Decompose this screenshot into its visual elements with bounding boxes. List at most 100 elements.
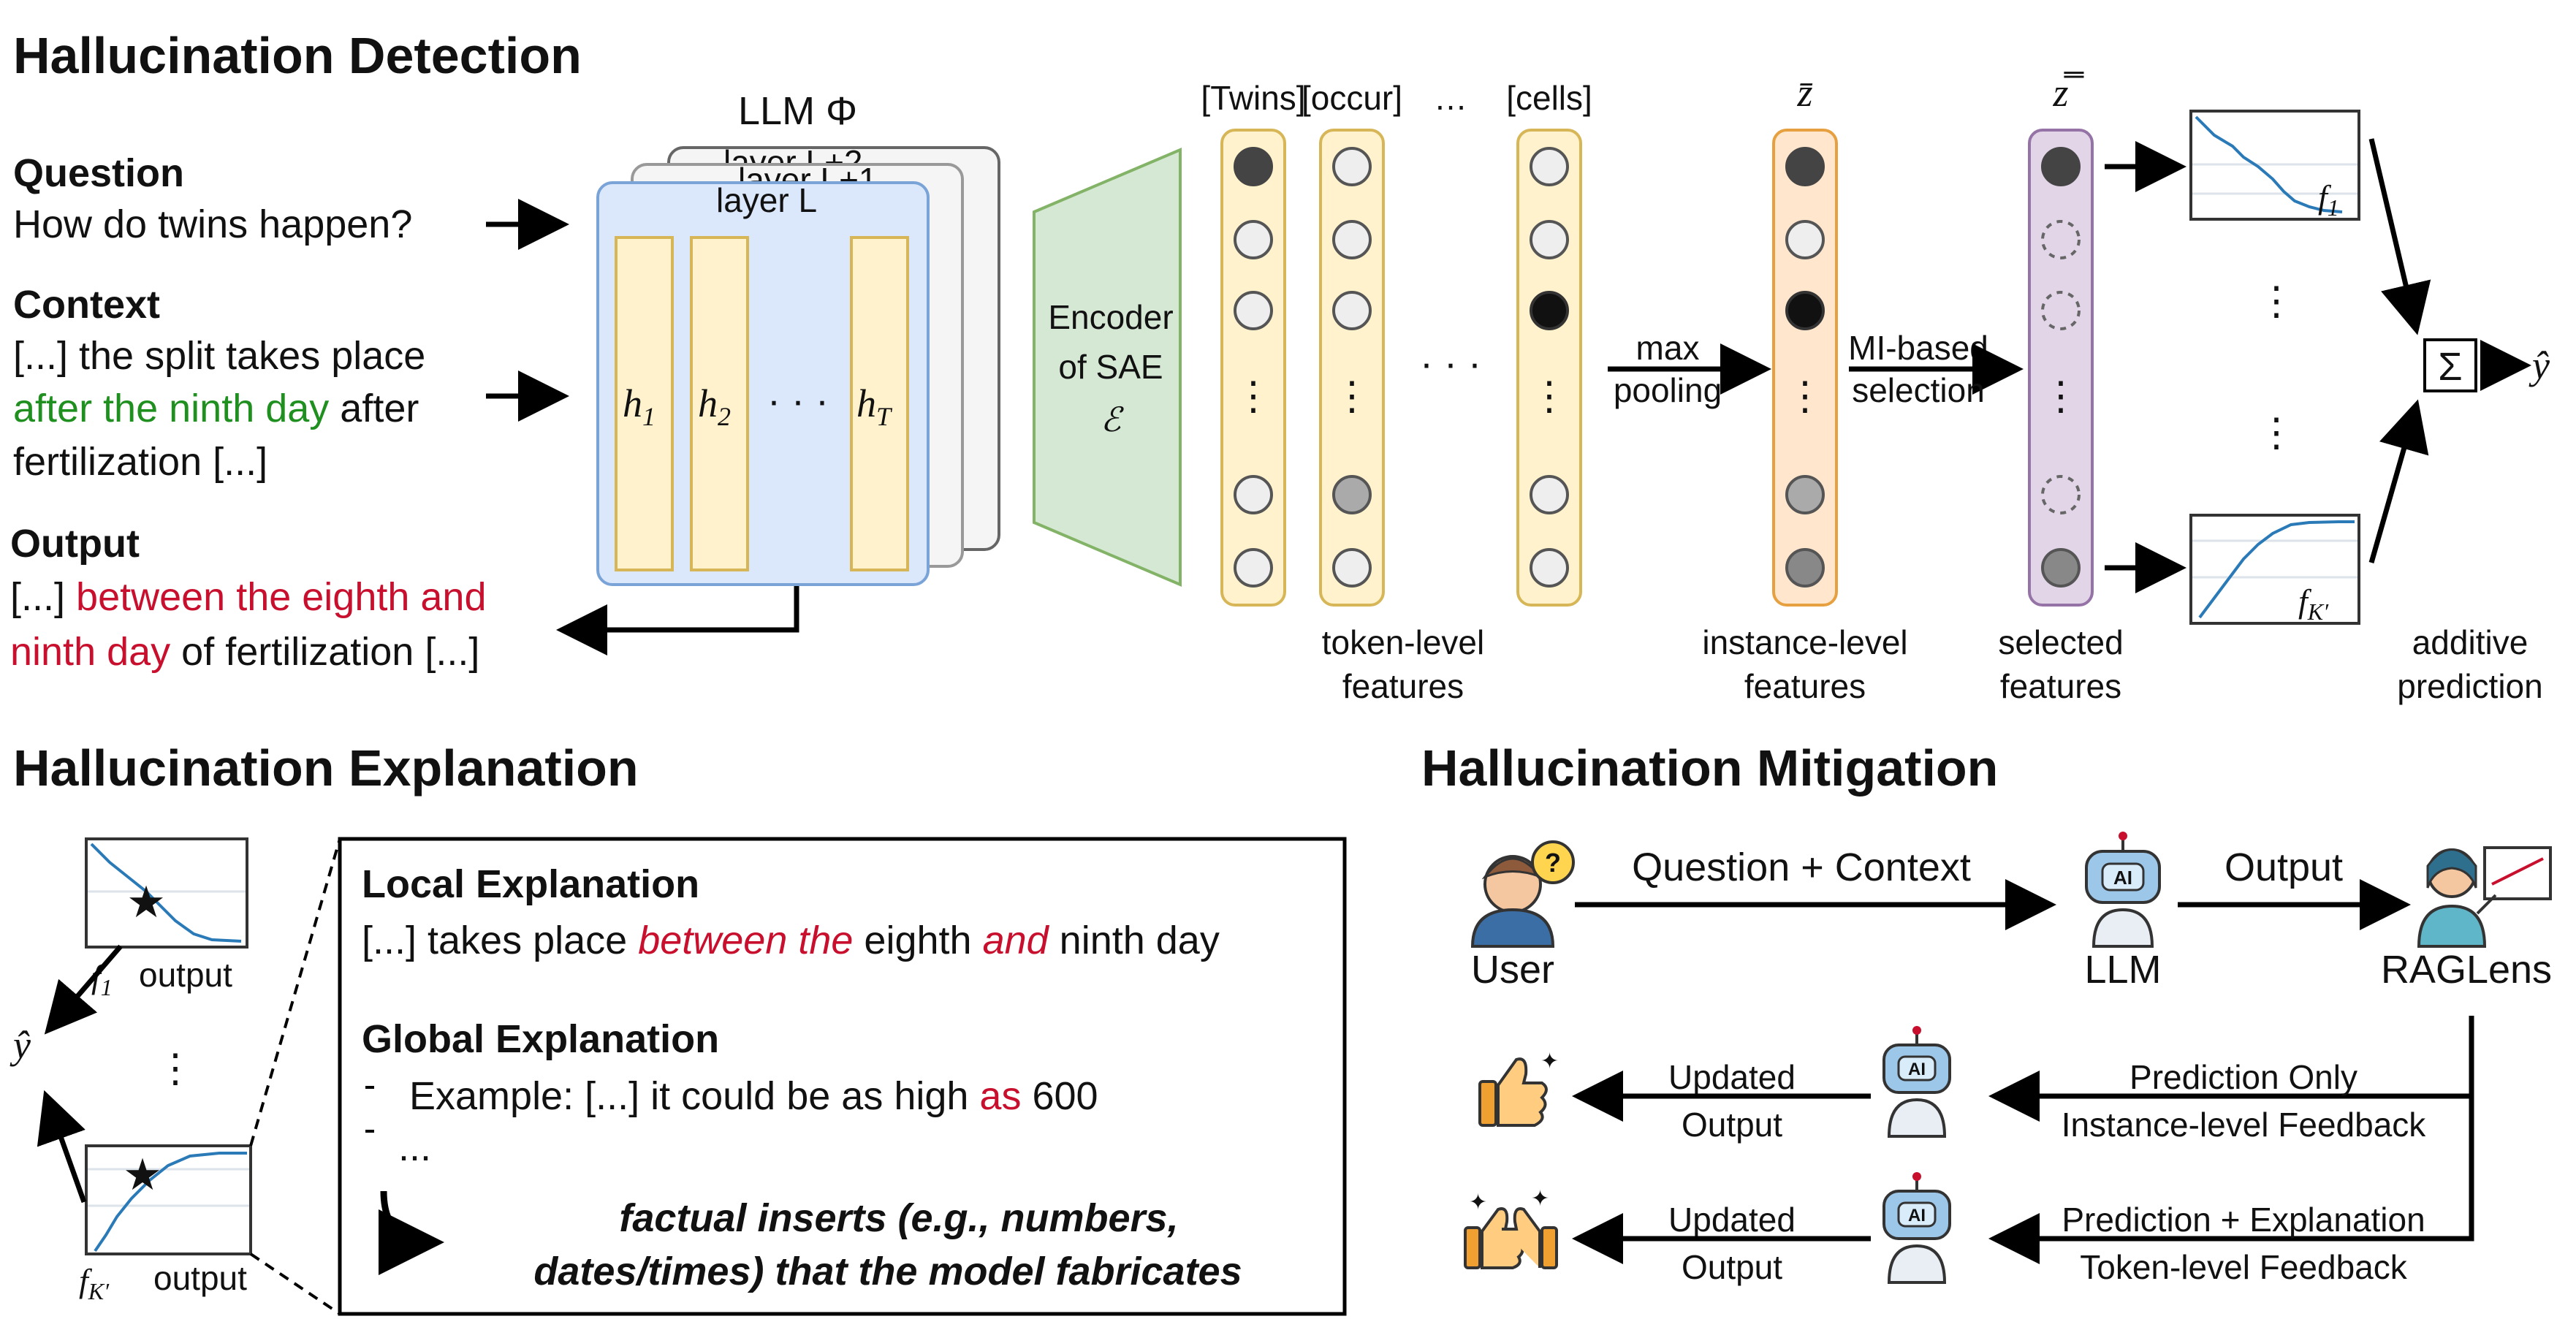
neuron xyxy=(1785,291,1825,330)
plot-dots-2: ⋮ xyxy=(2257,411,2296,455)
output-line2: ninth day of fertilization [...] xyxy=(10,630,479,674)
neuron xyxy=(1234,220,1273,259)
selected-column xyxy=(2028,129,2094,607)
neuron xyxy=(1530,220,1569,259)
output-highlight-1: between the eighth and xyxy=(76,575,486,619)
fK-to-sum-arrow xyxy=(2368,399,2429,563)
instance-caption-1: instance-level xyxy=(1702,623,1907,661)
vertical-dots: ⋮ xyxy=(1332,374,1372,418)
token-header-cells: [cells] xyxy=(1506,79,1592,117)
hT-label: hT xyxy=(856,381,893,431)
neuron xyxy=(1530,147,1569,186)
instance-caption-2: features xyxy=(1744,667,1866,705)
instance-column xyxy=(1772,129,1838,607)
neuron xyxy=(1234,147,1273,186)
neuron xyxy=(1785,147,1825,186)
output-line1: [...] between the eighth and xyxy=(10,575,487,619)
prediction-only-label: Prediction Only xyxy=(2129,1058,2357,1096)
neuron-dropped xyxy=(2041,220,2081,259)
additive-caption-2: prediction xyxy=(2397,667,2542,705)
question-context-label: Question + Context xyxy=(1632,845,1971,889)
max-pooling-label-1: max xyxy=(1636,329,1700,367)
hidden-state-h1 xyxy=(615,236,674,571)
max-pooling-label-2: pooling xyxy=(1614,371,1722,409)
user-icon: ? xyxy=(1470,840,1575,948)
layer-L-label: layer L xyxy=(716,181,817,219)
svg-text:AI: AI xyxy=(1908,1206,1926,1225)
question-text: How do twins happen? xyxy=(13,202,412,246)
context-line1: [...] the split takes place xyxy=(13,334,425,378)
explain-fK-output: output xyxy=(153,1259,247,1297)
token-dots: · · · xyxy=(1420,341,1481,385)
instance-feedback-label: Instance-level Feedback xyxy=(2062,1106,2427,1144)
context-line2: after the ninth day after xyxy=(13,387,419,430)
sum-box xyxy=(2423,338,2477,392)
explanation-title: Hallucination Explanation xyxy=(13,740,639,797)
raglens-label: RAGLens xyxy=(2381,948,2552,992)
explain-f1-arrow xyxy=(44,944,123,1035)
fK-curve xyxy=(2198,520,2355,619)
selected-caption-1: selected xyxy=(1998,623,2123,661)
explanation-panel xyxy=(338,837,1347,1316)
explain-f1-plot xyxy=(85,837,248,949)
token-feedback-arrow xyxy=(1988,1096,2474,1264)
hidden-state-hT xyxy=(850,236,909,571)
vertical-dots: ⋮ xyxy=(1785,374,1825,418)
neuron-dropped xyxy=(2041,291,2081,330)
neuron xyxy=(1785,220,1825,259)
output-mitigation-label: Output xyxy=(2224,845,2343,889)
explain-fK-arrow xyxy=(37,1090,87,1204)
token-header-ellipsis: … xyxy=(1434,79,1467,117)
output-label-2: Output xyxy=(1682,1248,1782,1286)
vertical-dots: ⋮ xyxy=(1234,374,1273,418)
thumbs-up-icon: ✦ xyxy=(1478,1049,1559,1127)
token-caption-2: features xyxy=(1342,667,1464,705)
svg-text:?: ? xyxy=(1545,848,1561,878)
yhat-detection: ŷ xyxy=(2528,343,2550,387)
zbar-label: z̄ xyxy=(1796,71,1813,115)
token-header-occur: [occur] xyxy=(1302,79,1402,117)
yhat-explanation: ŷ xyxy=(10,1023,31,1067)
prediction-explanation-label: Prediction + Explanation xyxy=(2062,1201,2425,1239)
encoder-label-2: of SAE xyxy=(1058,348,1163,386)
updated-label-2: Updated xyxy=(1668,1201,1796,1239)
local-explanation-title: Local Explanation xyxy=(362,862,699,906)
svg-text:✦: ✦ xyxy=(1469,1190,1487,1215)
global-bullet-1: Example: [...] it could be as high as 60… xyxy=(409,1074,1098,1118)
neuron xyxy=(2041,147,2081,186)
neuron xyxy=(1234,291,1273,330)
context-line3: fertilization [...] xyxy=(13,440,267,484)
robot-icon: AI xyxy=(2085,832,2161,948)
neuron xyxy=(1785,548,1825,588)
neuron xyxy=(1234,475,1273,514)
f1-to-sum-arrow xyxy=(2368,138,2431,335)
layer-L-card xyxy=(596,181,930,586)
token-column-1 xyxy=(1220,129,1286,607)
h1-label: h1 xyxy=(623,381,656,431)
neuron xyxy=(1332,475,1372,514)
mitigation-title: Hallucination Mitigation xyxy=(1421,740,1998,797)
hidden-dots: · · · xyxy=(767,379,829,422)
global-bullet-2: ... xyxy=(398,1125,431,1169)
mi-label-2: selection xyxy=(1852,371,1985,409)
robot-icon: AI xyxy=(1882,1026,1951,1138)
robot-icon: AI xyxy=(1882,1172,1951,1284)
vertical-dots: ⋮ xyxy=(1530,374,1569,418)
global-explanation-title: Global Explanation xyxy=(362,1017,719,1061)
zbarbar-label: z̿ xyxy=(2052,71,2083,115)
sigma-symbol: Σ xyxy=(2438,345,2462,389)
svg-text:✦: ✦ xyxy=(1531,1186,1549,1212)
user-label: User xyxy=(1471,948,1554,992)
context-line2-rest: after xyxy=(329,387,419,430)
explain-f1-curve xyxy=(90,843,242,943)
additive-caption-1: additive xyxy=(2412,623,2528,661)
output-arrow xyxy=(556,585,799,655)
neuron xyxy=(2041,548,2081,588)
zoom-line-bottom xyxy=(249,1253,341,1315)
local-explanation-text: [...] takes place between the eighth and… xyxy=(362,919,1220,962)
h2-label: h2 xyxy=(698,381,731,431)
token-column-3 xyxy=(1516,129,1582,607)
output-line1-prefix: [...] xyxy=(10,575,76,619)
star-marker-icon: ★ xyxy=(123,1149,162,1201)
